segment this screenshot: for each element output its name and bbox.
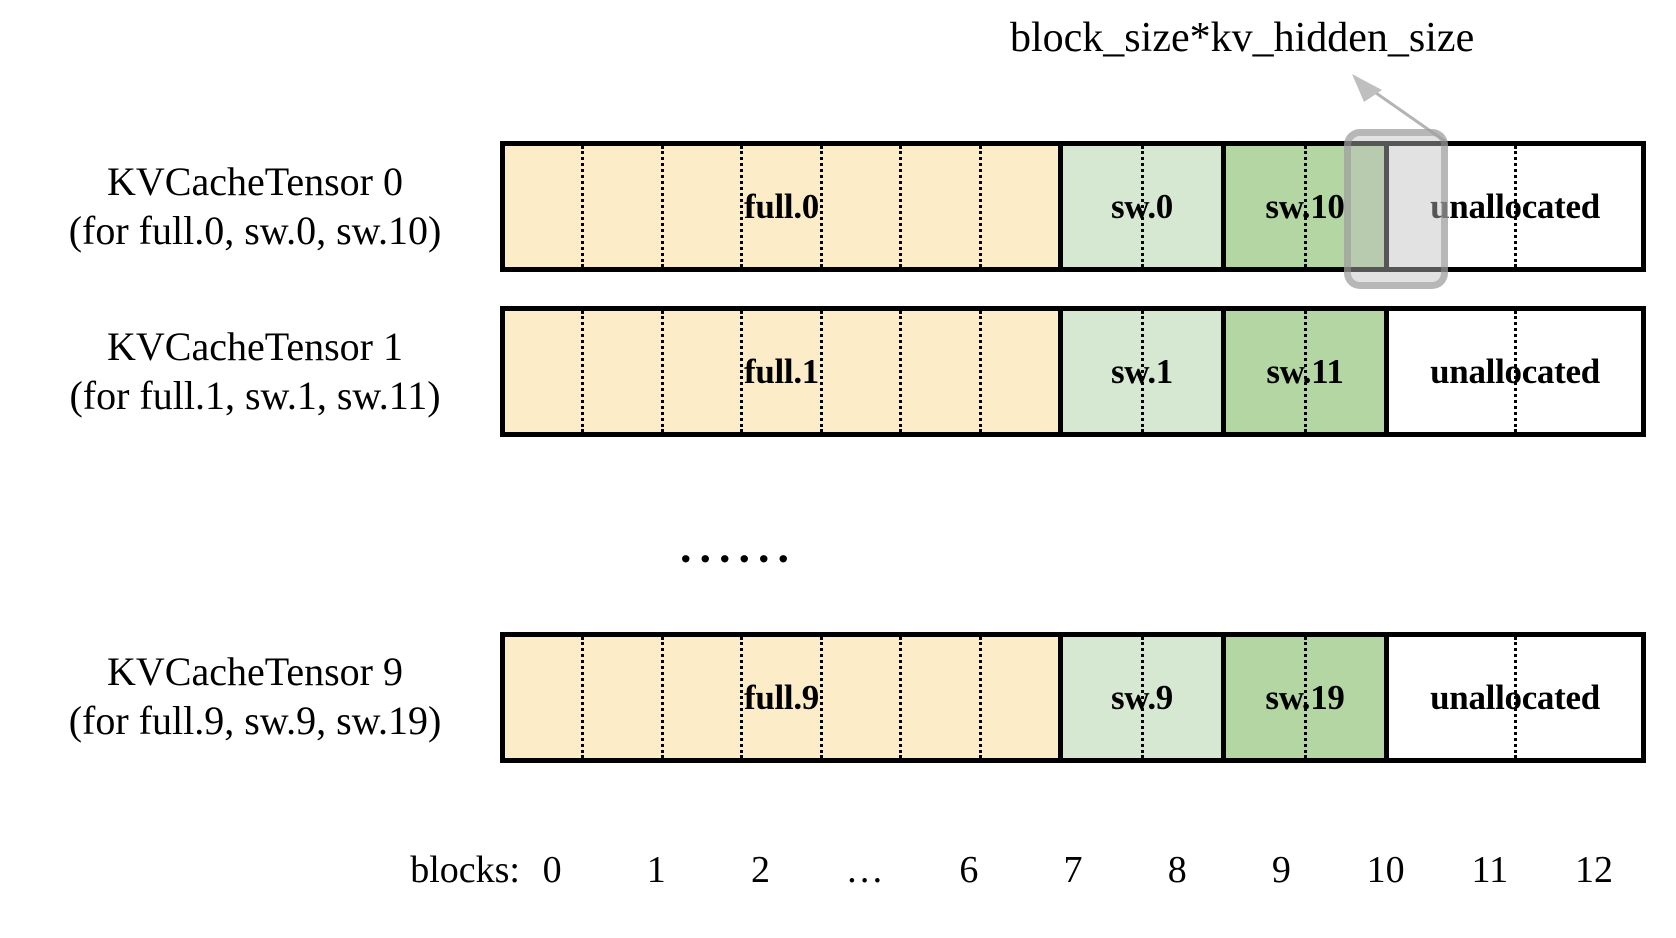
- row-1-full-segment-label: full.1: [743, 351, 820, 391]
- row-label-0: KVCacheTensor 0 (for full.0, sw.0, sw.10…: [20, 158, 490, 256]
- axis-tick-4: 6: [959, 849, 979, 891]
- vertical-ellipsis: ......: [680, 521, 797, 572]
- row-label-0-line1: KVCacheTensor 0: [107, 159, 403, 204]
- row-9-sw-dark-segment-label: sw.19: [1265, 677, 1345, 717]
- block-dividers: [1389, 146, 1641, 267]
- block-dividers: [1226, 311, 1384, 432]
- row-label-9: KVCacheTensor 9 (for full.9, sw.9, sw.19…: [20, 648, 490, 746]
- arrow-up-left-icon: [1352, 74, 1453, 148]
- row-1-sw-dark-segment-label: sw.11: [1266, 351, 1344, 391]
- row-1-sw-dark-segment[interactable]: sw.11: [1226, 311, 1389, 432]
- row-0-sw-dark-segment-label: sw.10: [1265, 186, 1345, 226]
- row-0-sw-light-segment[interactable]: sw.0: [1063, 146, 1226, 267]
- row-0-unallocated-segment[interactable]: unallocated: [1389, 146, 1641, 267]
- row-label-9-line1: KVCacheTensor 9: [107, 649, 403, 694]
- row-1-unallocated-segment-label: unallocated: [1430, 351, 1600, 391]
- row-label-9-line2: (for full.9, sw.9, sw.19): [68, 697, 442, 743]
- row-0-full-segment-label: full.0: [743, 186, 820, 226]
- axis-tick-9: 11: [1471, 849, 1509, 891]
- row-label-1-line1: KVCacheTensor 1: [107, 324, 403, 369]
- axis-tick-2: 2: [750, 849, 770, 891]
- row-label-1-line2: (for full.1, sw.1, sw.11): [69, 372, 441, 418]
- row-9-sw-light-segment-label: sw.9: [1110, 677, 1173, 717]
- row-9-full-segment-label: full.9: [743, 677, 820, 717]
- callout-label: block_size*kv_hidden_size: [1010, 15, 1475, 61]
- block-index-axis: 0 1 2 … 6 7 8 9 10 11 12: [500, 848, 1646, 896]
- row-0-sw-light-segment-label: sw.0: [1110, 186, 1173, 226]
- row-1-unallocated-segment[interactable]: unallocated: [1389, 311, 1641, 432]
- block-dividers: [1389, 311, 1641, 432]
- row-0-full-segment[interactable]: full.0: [505, 146, 1063, 267]
- axis-tick-10: 12: [1574, 849, 1613, 891]
- row-0-sw-dark-segment[interactable]: sw.10: [1226, 146, 1389, 267]
- block-dividers: [505, 637, 1058, 758]
- row-1-sw-light-segment[interactable]: sw.1: [1063, 311, 1226, 432]
- axis-tick-3: …: [845, 849, 884, 891]
- axis-tick-1: 1: [646, 849, 666, 891]
- block-dividers: [1226, 637, 1384, 758]
- block-dividers: [505, 311, 1058, 432]
- row-9-unallocated-segment-label: unallocated: [1430, 677, 1600, 717]
- row-1-sw-light-segment-label: sw.1: [1110, 351, 1173, 391]
- kvcachetensor-bar-1[interactable]: full.1 sw.1 sw.11 unallocated: [500, 306, 1646, 437]
- row-9-unallocated-segment[interactable]: unallocated: [1389, 637, 1641, 758]
- block-dividers: [505, 146, 1058, 267]
- block-dividers: [1063, 311, 1221, 432]
- block-dividers: [1063, 637, 1221, 758]
- axis-tick-6: 8: [1167, 849, 1187, 891]
- row-9-sw-light-segment[interactable]: sw.9: [1063, 637, 1226, 758]
- block-dividers: [1063, 146, 1221, 267]
- axis-tick-7: 9: [1271, 849, 1291, 891]
- kvcachetensor-bar-0[interactable]: full.0 sw.0 sw.10 unallocated: [500, 141, 1646, 272]
- row-9-sw-dark-segment[interactable]: sw.19: [1226, 637, 1389, 758]
- axis-title: blocks:: [410, 849, 520, 891]
- axis-tick-8: 10: [1366, 849, 1405, 891]
- row-label-0-line2: (for full.0, sw.0, sw.10): [68, 207, 442, 253]
- row-1-full-segment[interactable]: full.1: [505, 311, 1063, 432]
- block-dividers: [1389, 637, 1641, 758]
- axis-tick-5: 7: [1063, 849, 1083, 891]
- kvcachetensor-bar-9[interactable]: full.9 sw.9 sw.19 unallocated: [500, 632, 1646, 763]
- row-0-unallocated-segment-label: unallocated: [1430, 186, 1600, 226]
- axis-tick-0: 0: [542, 849, 562, 891]
- block-dividers: [1226, 146, 1384, 267]
- row-label-1: KVCacheTensor 1 (for full.1, sw.1, sw.11…: [20, 323, 490, 421]
- row-9-full-segment[interactable]: full.9: [505, 637, 1063, 758]
